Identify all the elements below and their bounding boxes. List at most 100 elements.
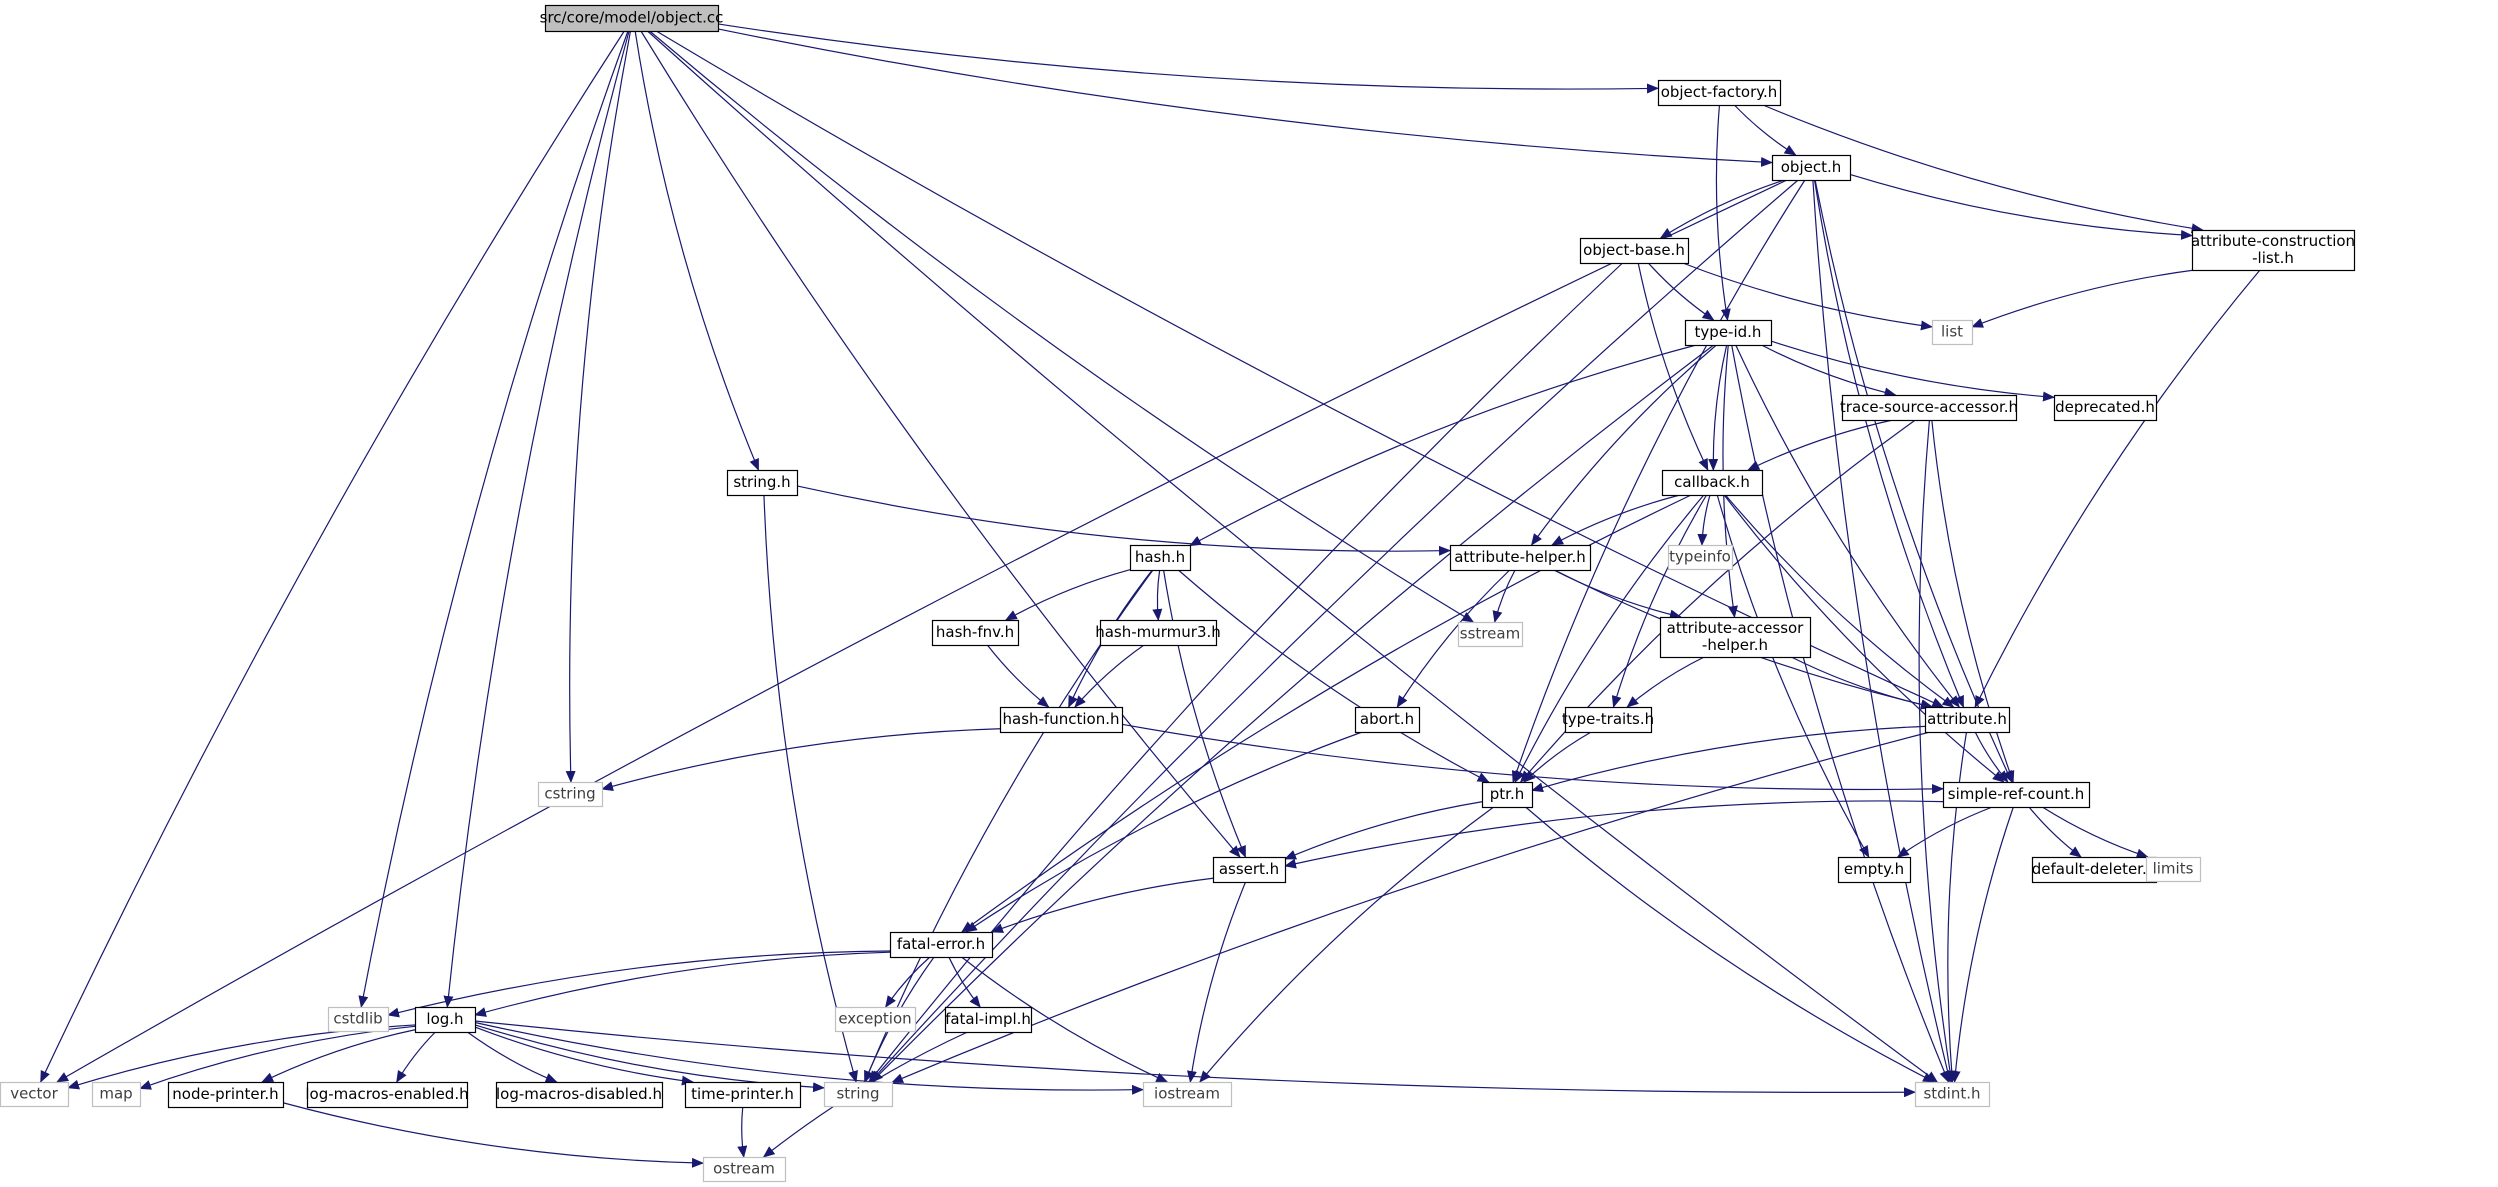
node-box-string_h bbox=[726, 469, 799, 497]
node-label-attr_accessor: attribute-accessor-helper.h bbox=[1667, 619, 1805, 654]
edge-time_printer-to-ostream bbox=[737, 1106, 748, 1158]
edge-log-to-log_enabled bbox=[396, 1031, 436, 1083]
node-object_base[interactable]: object-base.h bbox=[1579, 237, 1690, 265]
node-stdint: stdint.h bbox=[1914, 1081, 1991, 1108]
edge-fatal_error-to-fatal_impl bbox=[948, 956, 981, 1008]
node-ptr[interactable]: ptr.h bbox=[1481, 781, 1534, 809]
edge-type_id-to-deprecated bbox=[1770, 340, 2055, 402]
node-ostream: ostream bbox=[702, 1156, 787, 1183]
node-box-object_factory bbox=[1657, 79, 1782, 107]
node-label-root: src/core/model/object.cc bbox=[540, 9, 724, 27]
edge-object_base-to-callback bbox=[1637, 262, 1709, 471]
edge-object-to-attr_construction bbox=[1849, 173, 2193, 240]
node-type_id[interactable]: type-id.h bbox=[1684, 319, 1773, 347]
edge-attribute-to-string bbox=[891, 731, 1931, 1084]
node-hash_fnv[interactable]: hash-fnv.h bbox=[931, 619, 1020, 647]
node-node_printer[interactable]: node-printer.h bbox=[167, 1081, 285, 1109]
node-fatal_impl[interactable]: fatal-impl.h bbox=[944, 1006, 1033, 1034]
edge-object_base-to-type_id bbox=[1647, 262, 1715, 321]
node-iostream: iostream bbox=[1142, 1081, 1233, 1108]
node-deprecated[interactable]: deprecated.h bbox=[2053, 394, 2158, 422]
node-box-typeinfo bbox=[1667, 544, 1734, 571]
node-time_printer[interactable]: time-printer.h bbox=[684, 1081, 802, 1109]
node-label-attr_helper: attribute-helper.h bbox=[1454, 548, 1586, 566]
edge-type_traits-to-ptr bbox=[1523, 731, 1592, 783]
edge-root-to-stdint bbox=[647, 30, 1939, 1083]
node-type_traits[interactable]: type-traits.h bbox=[1562, 706, 1654, 734]
edge-fatal_error-to-log bbox=[474, 951, 891, 1017]
edge-attr_accessor-to-type_traits bbox=[1626, 656, 1705, 708]
node-default_deleter[interactable]: default-deleter.h bbox=[2031, 856, 2158, 884]
node-hash_function[interactable]: hash-function.h bbox=[999, 706, 1124, 734]
node-label-deprecated: deprecated.h bbox=[2055, 398, 2155, 416]
node-callback[interactable]: callback.h bbox=[1661, 469, 1764, 497]
edges-layer bbox=[40, 23, 2261, 1168]
edge-root-to-assert bbox=[640, 30, 1241, 858]
edge-fatal_error-to-iostream bbox=[961, 956, 1169, 1083]
edge-fatal_error-to-cstdlib bbox=[387, 950, 891, 1018]
node-string_h[interactable]: string.h bbox=[726, 469, 799, 497]
node-box-attr_construction bbox=[2191, 229, 2356, 272]
node-root[interactable]: src/core/model/object.cc bbox=[540, 4, 724, 33]
node-box-default_deleter bbox=[2031, 856, 2158, 884]
node-label-empty: empty.h bbox=[1844, 860, 1904, 878]
node-label-attr_construction: attribute-construction-list.h bbox=[2191, 232, 2355, 267]
node-object_factory[interactable]: object-factory.h bbox=[1657, 79, 1782, 107]
edge-hash_murmur-to-hash_function bbox=[1074, 644, 1145, 708]
node-box-fatal_error bbox=[889, 931, 994, 959]
edge-attr_helper-to-attr_accessor bbox=[1553, 569, 1682, 620]
node-exception: exception bbox=[834, 1006, 917, 1033]
node-box-object bbox=[1771, 154, 1852, 182]
node-map: map bbox=[91, 1081, 142, 1108]
node-box-object_base bbox=[1579, 237, 1690, 265]
node-box-sstream bbox=[1457, 621, 1524, 648]
node-attr_helper[interactable]: attribute-helper.h bbox=[1449, 544, 1592, 572]
node-assert[interactable]: assert.h bbox=[1212, 856, 1287, 884]
node-box-type_traits bbox=[1564, 706, 1653, 734]
node-label-object_base: object-base.h bbox=[1583, 241, 1685, 259]
node-label-sstream: sstream bbox=[1460, 625, 1520, 643]
edge-attribute-to-simple_ref bbox=[1974, 731, 2009, 783]
node-box-log bbox=[414, 1006, 477, 1034]
node-simple_ref[interactable]: simple-ref-count.h bbox=[1942, 781, 2091, 809]
node-empty[interactable]: empty.h bbox=[1837, 856, 1912, 884]
edge-log-to-time_printer bbox=[474, 1026, 694, 1086]
node-cstdlib: cstdlib bbox=[327, 1006, 390, 1033]
edge-callback-to-simple_ref bbox=[1723, 494, 2005, 783]
node-box-type_id bbox=[1684, 319, 1773, 347]
node-box-ptr bbox=[1481, 781, 1534, 809]
node-trace_source[interactable]: trace-source-accessor.h bbox=[1840, 394, 2018, 422]
node-log_enabled[interactable]: log-macros-enabled.h bbox=[305, 1081, 469, 1109]
node-box-empty bbox=[1837, 856, 1912, 884]
node-label-hash_fnv: hash-fnv.h bbox=[936, 623, 1014, 641]
edge-type_id-to-attr_helper bbox=[1530, 344, 1717, 546]
node-hash[interactable]: hash.h bbox=[1129, 544, 1192, 572]
edge-object-to-attribute bbox=[1813, 179, 1965, 708]
node-label-exception: exception bbox=[838, 1010, 911, 1028]
node-box-log_disabled bbox=[495, 1081, 664, 1109]
node-abort[interactable]: abort.h bbox=[1354, 706, 1421, 734]
node-object[interactable]: object.h bbox=[1771, 154, 1852, 182]
node-box-list bbox=[1931, 319, 1974, 346]
node-hash_murmur[interactable]: hash-murmur3.h bbox=[1095, 619, 1221, 647]
node-box-attr_accessor bbox=[1659, 616, 1812, 659]
node-log_disabled[interactable]: log-macros-disabled.h bbox=[495, 1081, 664, 1109]
node-log[interactable]: log.h bbox=[414, 1006, 477, 1034]
node-label-string_h: string.h bbox=[733, 473, 790, 491]
node-attribute[interactable]: attribute.h bbox=[1924, 706, 2011, 734]
edge-log-to-log_disabled bbox=[466, 1031, 558, 1083]
node-box-log_enabled bbox=[306, 1081, 469, 1109]
node-label-default_deleter: default-deleter.h bbox=[2032, 860, 2157, 878]
edge-callback-to-typeinfo bbox=[1697, 494, 1711, 546]
node-box-hash_function bbox=[999, 706, 1124, 734]
node-box-string bbox=[823, 1081, 894, 1108]
edge-type_id-to-attribute bbox=[1735, 344, 1960, 708]
node-attr_construction[interactable]: attribute-construction-list.h bbox=[2191, 229, 2356, 272]
edge-callback-to-attr_helper bbox=[1551, 494, 1681, 546]
edge-attribute-to-stdint bbox=[1946, 731, 1968, 1083]
node-label-iostream: iostream bbox=[1154, 1085, 1220, 1103]
edge-hash-to-hash_fnv bbox=[1004, 569, 1131, 621]
node-fatal_error[interactable]: fatal-error.h bbox=[889, 931, 994, 959]
node-attr_accessor[interactable]: attribute-accessor-helper.h bbox=[1659, 616, 1812, 659]
node-label-fatal_error: fatal-error.h bbox=[897, 935, 985, 953]
